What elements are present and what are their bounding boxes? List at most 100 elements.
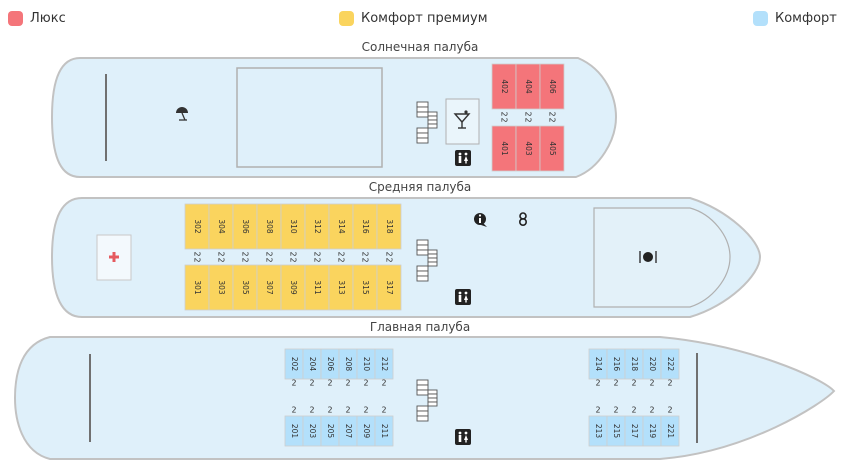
cabin-label-404: 404 [524,79,533,94]
cabin-label-301: 301 [193,280,202,295]
cabin-label-214: 214 [594,357,603,372]
info-icon [474,213,487,227]
berth-count-402: 2 [500,111,509,116]
berth-count-207: 2 [345,406,350,415]
cabin-311[interactable] [304,264,330,311]
cabin-label-212: 212 [380,357,389,372]
cabin-label-217: 217 [630,424,639,439]
cabin-label-213: 213 [594,424,603,439]
cabin-label-203: 203 [308,424,317,439]
cabin-222[interactable] [660,348,680,380]
cabin-label-221: 221 [666,424,675,439]
cabin-307[interactable] [256,264,282,311]
berth-count-316: 2 [361,251,370,256]
legend-label-premium: Комфорт премиум [361,10,488,26]
cabin-label-222: 222 [666,357,675,372]
legend-lux: Люкс [8,9,66,27]
restroom-icon [455,150,471,166]
cabin-label-303: 303 [217,280,226,295]
cabin-212[interactable] [374,348,394,380]
cabin-label-208: 208 [344,357,353,372]
cabin-402[interactable] [491,63,517,110]
berth-count-220: 2 [649,379,654,388]
berth-count-315: 2 [361,257,370,262]
berth-count-208: 2 [345,379,350,388]
berth-count-307: 2 [265,257,274,262]
cabin-313[interactable] [328,264,354,311]
berth-count-209: 2 [363,406,368,415]
cabin-405[interactable] [539,125,565,172]
berth-count-318: 2 [385,251,394,256]
cabin-318[interactable] [376,203,402,250]
beach-umbrella-icon [176,107,188,121]
cabin-305[interactable] [232,264,258,311]
cabin-label-402: 402 [500,79,509,94]
sun-deck-title: Солнечная палуба [361,40,479,54]
cabin-label-205: 205 [326,424,335,439]
cabin-401[interactable] [491,125,517,172]
cabin-label-204: 204 [308,357,317,372]
main-deck-hull [13,336,836,460]
berth-count-304: 2 [217,251,226,256]
restroom-icon [455,429,471,445]
cabin-label-210: 210 [362,357,371,372]
berth-count-203: 2 [309,406,314,415]
cabin-304[interactable] [208,203,234,250]
cabin-403[interactable] [515,125,541,172]
berth-count-217: 2 [631,406,636,415]
berth-count-405: 2 [548,117,557,122]
medical-cross-icon [109,252,119,262]
main-deck-cabins: 2022204220622082210221222012203220522072… [284,348,680,447]
berth-count-218: 2 [631,379,636,388]
berth-count-205: 2 [327,406,332,415]
legend-swatch-lux [8,10,23,26]
berth-count-206: 2 [327,379,332,388]
cabin-306[interactable] [232,203,258,250]
berth-count-219: 2 [649,406,654,415]
berth-count-213: 2 [595,406,600,415]
berth-count-222: 2 [667,379,672,388]
cabin-309[interactable] [280,264,306,311]
cabin-label-318: 318 [385,219,394,234]
cabin-label-302: 302 [193,219,202,234]
berth-count-305: 2 [241,257,250,262]
cabin-316[interactable] [352,203,378,250]
cabin-303[interactable] [208,264,234,311]
berth-count-401: 2 [500,117,509,122]
berth-count-210: 2 [363,379,368,388]
cabin-314[interactable] [328,203,354,250]
legend-swatch-comfort [753,10,768,26]
cabin-label-405: 405 [548,141,557,156]
berth-count-312: 2 [313,251,322,256]
reception-icon [518,212,528,227]
cabin-label-401: 401 [500,141,509,156]
cabin-label-304: 304 [217,219,226,234]
cabin-label-406: 406 [548,79,557,94]
middle-deck-title: Средняя палуба [368,180,472,194]
cabin-label-306: 306 [241,219,250,234]
cabin-label-307: 307 [265,280,274,295]
cabin-308[interactable] [256,203,282,250]
legend-premium: Комфорт премиум [339,9,488,27]
cabin-label-403: 403 [524,141,533,156]
cabin-310[interactable] [280,203,306,250]
cabin-label-305: 305 [241,280,250,295]
cabin-406[interactable] [539,63,565,110]
cocktail-bar-icon [453,110,471,129]
cabin-label-309: 309 [289,280,298,295]
cabin-315[interactable] [352,264,378,311]
cabin-317[interactable] [376,264,402,311]
cabin-211[interactable] [374,415,394,447]
cabin-label-202: 202 [290,357,299,372]
cabin-404[interactable] [515,63,541,110]
cabin-label-308: 308 [265,219,274,234]
cabin-221[interactable] [660,415,680,447]
berth-count-306: 2 [241,251,250,256]
stairs-icon [416,101,438,144]
cabin-label-317: 317 [385,280,394,295]
stairs-icon [416,239,438,282]
cabin-label-219: 219 [648,424,657,439]
cabin-label-211: 211 [380,424,389,439]
cabin-301[interactable] [184,264,210,311]
berth-count-310: 2 [289,251,298,256]
